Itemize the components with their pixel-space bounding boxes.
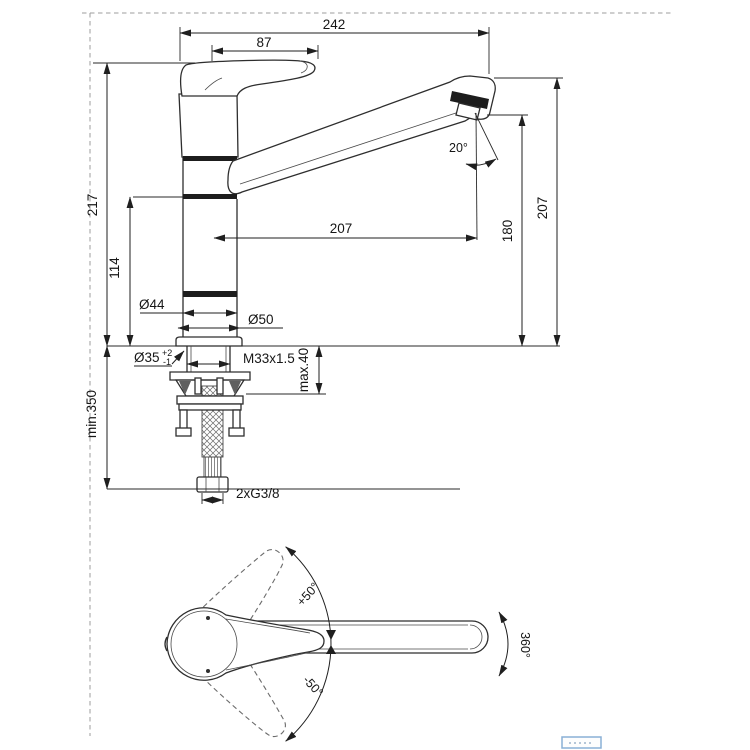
- dim-217: 217: [85, 62, 195, 347]
- joint-band-lower: [183, 291, 237, 297]
- joint-band-upper: [183, 156, 237, 161]
- top-spout-inner-cap: [469, 624, 483, 650]
- mounting-hardware: [169, 346, 251, 493]
- dim-207-reach-label: 207: [330, 221, 353, 236]
- handle-base-body: [178, 93, 239, 158]
- plus-50-label: +50°: [294, 580, 322, 609]
- dim-180-label: 180: [500, 220, 515, 243]
- logo-frame: [561, 736, 602, 749]
- spout-inner-contour: [239, 110, 463, 185]
- dim-87: 87: [211, 35, 319, 61]
- lever-tip-detail: [299, 60, 308, 74]
- logo-fragment: [561, 736, 602, 749]
- clamp-slot-right: [216, 377, 224, 395]
- dia-35: Ø35 +2 -1: [134, 348, 231, 368]
- arc-tick-upper: [326, 630, 336, 640]
- swivel-360-label: 360°: [518, 632, 532, 658]
- dia-44-label: Ø44: [139, 297, 165, 312]
- dia-50: Ø50: [177, 312, 283, 332]
- washer-plate-lower: [178, 403, 242, 411]
- stud-foot-right: [228, 427, 245, 437]
- dim-114: 114: [107, 196, 183, 347]
- angle-20: 20°: [449, 112, 499, 241]
- dim-114-label: 114: [107, 257, 122, 279]
- minus-50-label: -50°: [300, 673, 326, 700]
- aerator-band: [450, 91, 489, 109]
- max-40-label: max.40: [296, 348, 311, 392]
- arc-50: [285, 546, 332, 742]
- top-handle: [164, 607, 325, 681]
- logo-marks: [569, 742, 591, 744]
- dim-g38: 2xG3/8: [201, 486, 280, 504]
- top-handle-shape: [166, 607, 325, 681]
- aerator-outlet: [455, 102, 481, 121]
- dim-207-height: 207: [494, 77, 563, 347]
- handle-left-notch: [164, 636, 168, 652]
- min-350-label: min.350: [84, 390, 99, 438]
- dim-87-label: 87: [256, 35, 271, 50]
- dim-min350: min.350: [84, 345, 460, 490]
- handle-lever: [179, 59, 316, 97]
- top-handle-inner-circle: [170, 610, 238, 678]
- page-border: [82, 12, 672, 736]
- dia-35-label: Ø35: [134, 350, 160, 365]
- lever-crease-detail: [204, 77, 223, 91]
- thread-label: M33x1.5: [243, 351, 295, 366]
- handle-dot-upper: [206, 616, 210, 620]
- dia-50-label: Ø50: [248, 312, 274, 327]
- dim-207-reach: 207: [213, 221, 478, 242]
- stud-foot-left: [175, 427, 192, 437]
- angle-20-label: 20°: [449, 141, 468, 155]
- spout: [227, 75, 496, 195]
- faucet-body: [175, 59, 496, 347]
- dia-35-tol-minus: -1: [163, 357, 171, 367]
- dim-242-label: 242: [323, 17, 346, 32]
- dim-180: 180: [487, 114, 528, 347]
- leader-arrow: [171, 350, 185, 365]
- dim-242: 242: [179, 17, 490, 74]
- joint-band-mid: [183, 194, 237, 199]
- hose-ribbed-end: [203, 456, 222, 478]
- g38-label: 2xG3/8: [236, 486, 280, 501]
- clamp-slot-left: [194, 377, 202, 395]
- dim-207-height-label: 207: [535, 197, 550, 220]
- angle-ref-line: [475, 112, 478, 241]
- handle-dot-lower: [206, 669, 210, 673]
- swivel-360: 360°: [498, 611, 532, 677]
- base-flange: [175, 336, 243, 347]
- dim-max40: max.40: [246, 345, 326, 395]
- swivel-arc: [498, 611, 509, 677]
- washer-plate: [176, 395, 244, 405]
- clamp-wedge-left: [179, 381, 191, 395]
- dim-217-label: 217: [85, 194, 100, 217]
- dia-35-tol-plus: +2: [162, 348, 172, 358]
- clamp-wedge-right: [229, 381, 241, 395]
- stud-left: [179, 409, 188, 430]
- hex-nut: [196, 476, 229, 493]
- side-view: 242 87 217 114 207 1: [84, 17, 563, 504]
- stud-right: [232, 409, 241, 430]
- angle-ray: [474, 112, 499, 161]
- clamp-plate: [169, 371, 251, 381]
- arc-tick-lower: [326, 645, 336, 654]
- top-view: +50° -50° 360°: [164, 546, 532, 742]
- dia-44: Ø44: [139, 297, 238, 317]
- top-handle-inner-contour: [225, 618, 311, 671]
- angle-arc: [465, 158, 497, 171]
